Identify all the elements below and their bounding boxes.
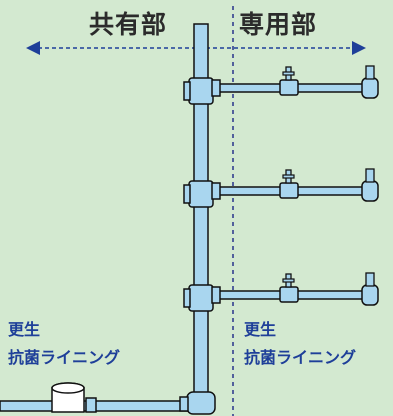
shared-lining-note: 更生 抗菌ライニング: [8, 316, 120, 372]
private-note-line-2: 抗菌ライニング: [244, 348, 357, 367]
shared-area-label: 共有部: [89, 10, 168, 39]
branch-floor-2: [183, 168, 379, 208]
arrow-right-icon: [352, 41, 366, 55]
private-lining-note: 更生 抗菌ライニング: [244, 316, 356, 372]
branch-floor-3: [183, 272, 379, 312]
meter-box: [51, 382, 97, 413]
feed-pipe: [0, 400, 201, 412]
branch-floor-1: [183, 65, 379, 105]
riser-bottom-elbow: [179, 391, 216, 415]
shared-note-line-2: 抗菌ライニング: [8, 348, 121, 367]
private-note-line-1: 更生: [244, 320, 277, 339]
arrow-left-icon: [26, 41, 40, 55]
shared-note-line-1: 更生: [8, 320, 41, 339]
private-area-label: 専用部: [239, 10, 318, 39]
